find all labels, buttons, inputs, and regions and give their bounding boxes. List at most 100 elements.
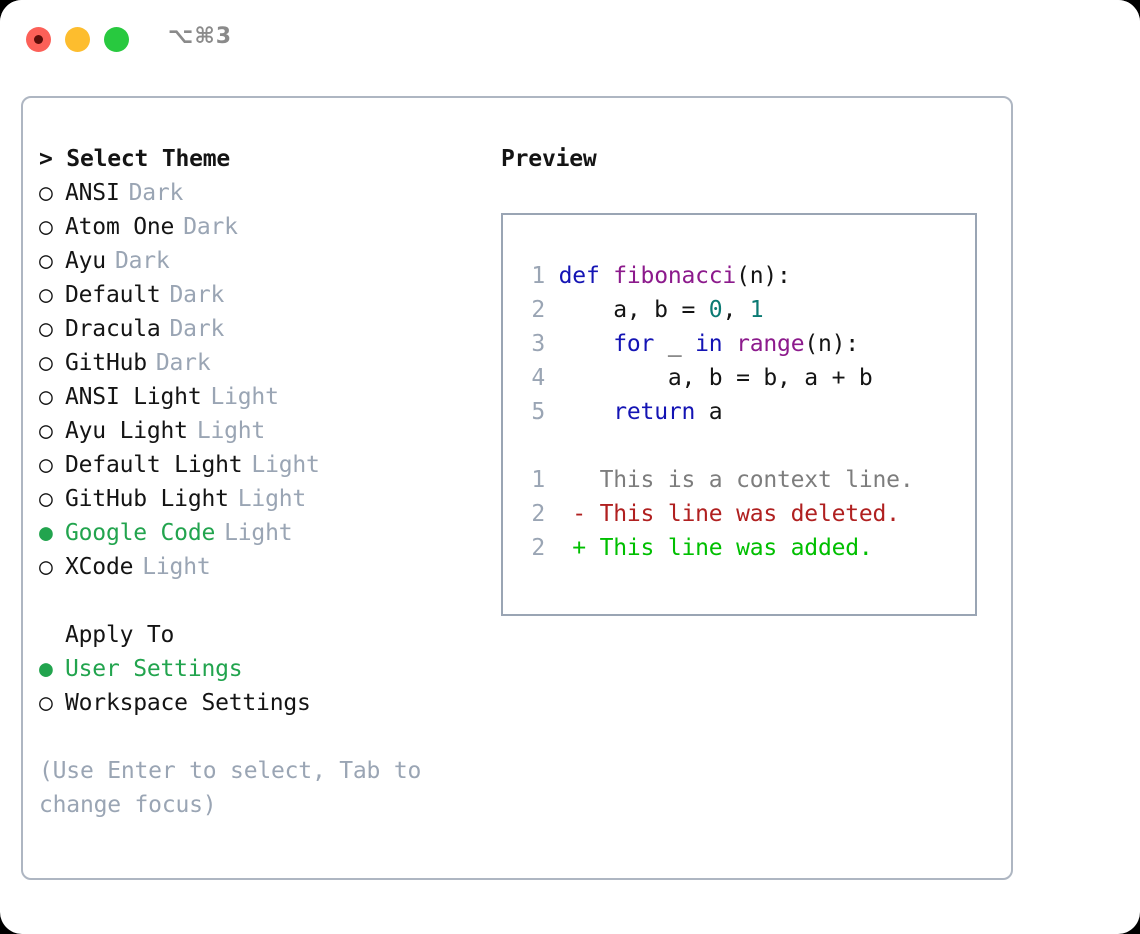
- apply-to-option-label: Workspace Settings: [65, 690, 311, 716]
- radio-unselected-icon: ○: [39, 384, 53, 410]
- diff-text: This line was deleted.: [599, 501, 900, 527]
- theme-option-default-light[interactable]: ○ Default Light Light: [39, 448, 479, 482]
- line-number: 2: [531, 501, 545, 527]
- radio-unselected-icon: ○: [39, 214, 53, 240]
- theme-variant-tag: Dark: [183, 214, 238, 240]
- code-token-txt: a, b = b, a + b: [558, 365, 873, 391]
- theme-option-atom-one[interactable]: ○ Atom One Dark: [39, 210, 479, 244]
- code-token-kw: in: [695, 331, 723, 357]
- code-token-txt: ,: [722, 297, 750, 323]
- radio-unselected-icon: ○: [39, 486, 53, 512]
- apply-to-option-user-settings[interactable]: ●User Settings: [39, 652, 479, 686]
- theme-option-label: ANSI Light: [65, 384, 202, 410]
- theme-option-label: GitHub: [65, 350, 147, 376]
- code-line: 5 return a: [519, 395, 913, 429]
- theme-option-label: XCode: [65, 554, 134, 580]
- apply-to-header-row: Apply To: [39, 618, 479, 652]
- theme-option-label: Default Light: [65, 452, 243, 478]
- code-line: 2 a, b = 0, 1: [519, 293, 913, 327]
- radio-unselected-icon: ○: [39, 316, 53, 342]
- radio-unselected-icon: ○: [39, 248, 53, 274]
- apply-to-option-workspace-settings[interactable]: ○Workspace Settings: [39, 686, 479, 720]
- theme-option-dracula[interactable]: ○ Dracula Dark: [39, 312, 479, 346]
- code-token-fn: fibonacci: [613, 263, 737, 289]
- traffic-light-controls: [26, 27, 129, 52]
- keyboard-hint: (Use Enter to select, Tab to change focu…: [39, 758, 422, 818]
- code-token-txt: a, b =: [558, 297, 709, 323]
- code-token-txt: _: [654, 331, 696, 357]
- code-token-fn: range: [736, 331, 805, 357]
- line-number: 2: [531, 297, 545, 323]
- radio-unselected-icon: ○: [39, 452, 53, 478]
- theme-option-default[interactable]: ○ Default Dark: [39, 278, 479, 312]
- apply-to-list: ●User Settings○Workspace Settings: [39, 652, 479, 720]
- diff-marker-add: +: [572, 535, 600, 561]
- code-token-kw: return: [613, 399, 696, 425]
- theme-variant-tag: Light: [251, 452, 320, 478]
- apply-to-header-marker: [39, 618, 65, 652]
- line-number: 1: [531, 263, 545, 289]
- code-token-kw: for: [613, 331, 655, 357]
- theme-option-label: Atom One: [65, 214, 175, 240]
- theme-option-github[interactable]: ○ GitHub Dark: [39, 346, 479, 380]
- radio-unselected-icon: ○: [39, 282, 53, 308]
- diff-text: This line was added.: [599, 535, 873, 561]
- select-theme-header: > Select Theme: [39, 146, 231, 172]
- close-button[interactable]: [26, 27, 51, 52]
- theme-variant-tag: Light: [237, 486, 307, 512]
- theme-option-ayu-light[interactable]: ○ Ayu Light Light: [39, 414, 479, 448]
- code-token-num: 1: [749, 297, 764, 323]
- theme-option-label: ANSI: [65, 180, 120, 206]
- theme-option-label: Default: [65, 282, 161, 308]
- theme-option-label: Dracula: [65, 316, 161, 342]
- theme-variant-tag: Dark: [128, 180, 184, 206]
- preview-column: Preview 1 def fibonacci(n):2 a, b = 0, 1…: [501, 142, 981, 616]
- maximize-button[interactable]: [104, 27, 129, 52]
- diff-marker-del: -: [572, 501, 600, 527]
- diff-line-add: 2 + This line was added.: [519, 531, 913, 565]
- apply-to-option-label: User Settings: [65, 656, 243, 682]
- theme-variant-tag: Light: [196, 418, 266, 444]
- code-token-txt: (n):: [804, 331, 859, 357]
- theme-option-label: Ayu: [65, 248, 106, 274]
- theme-option-github-light[interactable]: ○ GitHub Light Light: [39, 482, 479, 516]
- theme-option-label: Ayu Light: [65, 418, 188, 444]
- preview-header: Preview: [501, 146, 597, 172]
- radio-unselected-icon: ○: [39, 554, 53, 580]
- title-bar: ⌥⌘3: [0, 0, 1140, 78]
- radio-unselected-icon: ○: [39, 350, 53, 376]
- list-spacer: [39, 584, 479, 618]
- theme-variant-tag: Dark: [169, 316, 225, 342]
- line-number: 4: [531, 365, 545, 391]
- code-line: 3 for _ in range(n):: [519, 327, 913, 361]
- code-line: 1 def fibonacci(n):: [519, 259, 913, 293]
- theme-variant-tag: Dark: [169, 282, 225, 308]
- code-token-txt: [559, 399, 614, 425]
- radio-selected-icon: ●: [39, 520, 53, 546]
- theme-option-ansi-light[interactable]: ○ ANSI Light Light: [39, 380, 479, 414]
- code-token-num: 0: [708, 297, 723, 323]
- minimize-button[interactable]: [65, 27, 90, 52]
- theme-variant-tag: Light: [210, 384, 279, 410]
- window-title: ⌥⌘3: [168, 24, 233, 49]
- line-number: 2: [531, 535, 545, 561]
- line-number: 5: [531, 399, 545, 425]
- code-token-kw: def: [558, 263, 614, 289]
- line-number: 3: [531, 331, 545, 357]
- code-line: 4 a, b = b, a + b: [519, 361, 913, 395]
- diff-line-ctx: 1 This is a context line.: [519, 463, 913, 497]
- theme-option-label: GitHub Light: [65, 486, 229, 512]
- code-token-txt: (n):: [736, 263, 791, 289]
- code-token-txt: a: [695, 399, 723, 425]
- apply-to-header-label: Apply To: [65, 622, 175, 648]
- theme-variant-tag: Dark: [155, 350, 211, 376]
- radio-unselected-icon: ○: [39, 418, 53, 444]
